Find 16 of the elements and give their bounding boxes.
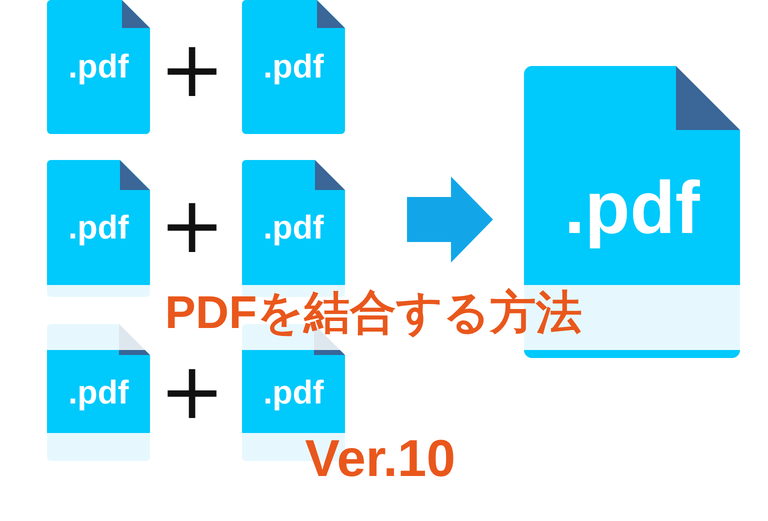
extension-label: .pdf	[67, 210, 130, 244]
document-shape	[47, 0, 150, 134]
arrow	[407, 176, 493, 262]
document-shape	[47, 324, 150, 461]
document-shape	[47, 160, 150, 297]
version-label: Ver.10	[305, 433, 456, 485]
title: PDFを結合する方法	[165, 289, 582, 335]
extension-label: .pdf	[67, 50, 130, 82]
document-shape	[242, 0, 345, 134]
extension-label: .pdf	[262, 210, 325, 244]
extension-label: .pdf	[262, 50, 325, 82]
extension-label: .pdf	[67, 376, 130, 408]
plus-sign: +	[159, 187, 225, 265]
extension-label: .pdf	[262, 376, 325, 408]
plus-sign: +	[159, 353, 225, 431]
plus-sign: +	[159, 31, 225, 109]
